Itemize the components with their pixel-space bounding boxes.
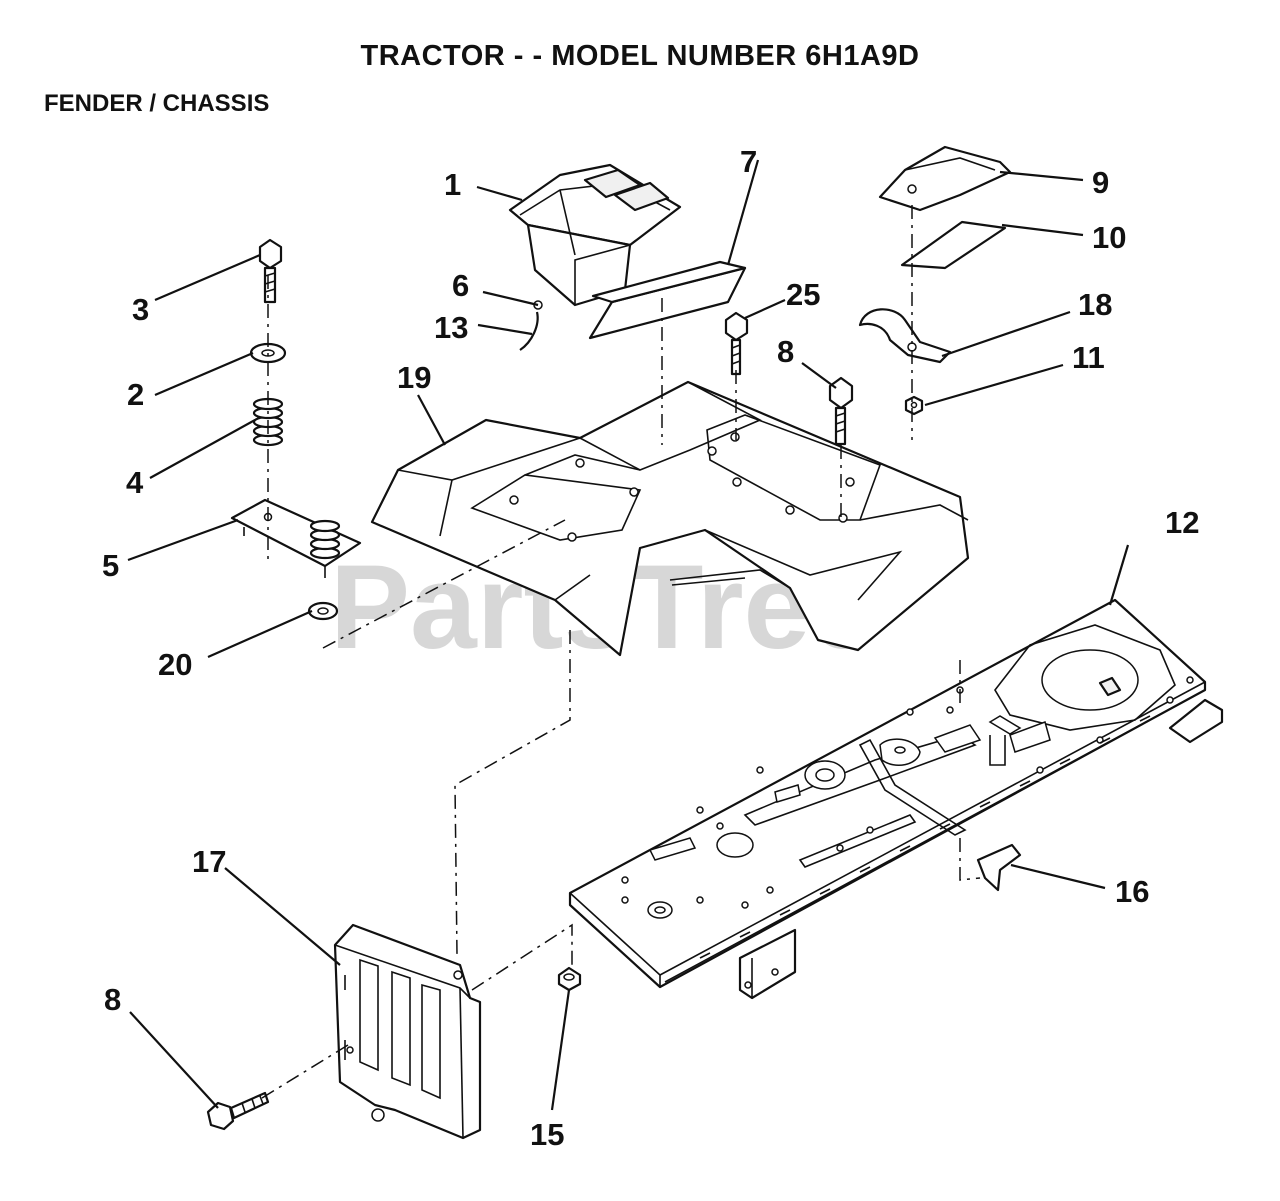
washer-part[interactable] [307,601,339,621]
bolt-part[interactable] [724,311,749,376]
callout-17: 17 [192,844,226,879]
alignment-lines [261,205,981,1099]
callout-7: 7 [740,144,757,179]
callout-25: 25 [786,277,820,312]
cover-plate-part[interactable] [878,145,1012,212]
section-subtitle: FENDER / CHASSIS [44,90,270,117]
callout-5: 5 [102,548,119,583]
nut-part[interactable] [557,966,582,992]
clamp-part[interactable] [858,308,952,364]
callout-11: 11 [1072,340,1105,375]
spring-plate-part[interactable] [230,498,362,578]
cable-part[interactable] [519,300,543,351]
callout-15: 15 [530,1117,564,1152]
tab-clip-part[interactable] [976,843,1022,892]
chassis-frame-part[interactable] [568,598,1224,1000]
page-title: TRACTOR - - MODEL NUMBER 6H1A9D [360,40,920,72]
callout-8-lower: 8 [104,982,121,1017]
decal-part[interactable] [588,260,747,340]
leader-lines [127,159,1130,1111]
bolt-part[interactable] [258,238,283,304]
callout-6: 6 [452,268,469,303]
callout-9: 9 [1092,165,1109,200]
rear-plate-part[interactable] [333,923,482,1140]
bolt-part[interactable] [206,1091,270,1131]
callout-10: 10 [1092,220,1126,255]
callout-19: 19 [397,360,431,395]
tool-box-part[interactable] [508,163,682,307]
callout-16: 16 [1115,874,1149,909]
callout-1: 1 [444,167,461,202]
nut-part[interactable] [904,395,924,416]
callout-8-upper: 8 [777,334,794,369]
bracket-plate-part[interactable] [900,220,1007,270]
bolt-part[interactable] [828,376,854,446]
callout-18: 18 [1078,287,1112,322]
callout-3: 3 [132,292,149,327]
callout-12: 12 [1165,505,1199,540]
fender-part[interactable] [370,380,970,657]
callout-20: 20 [158,647,192,682]
callout-13: 13 [434,310,468,345]
callout-2: 2 [127,377,144,412]
callout-labels: 1 2 3 4 5 6 7 8 8 9 10 11 12 13 15 16 17… [102,144,1199,1152]
callout-4: 4 [126,465,144,500]
